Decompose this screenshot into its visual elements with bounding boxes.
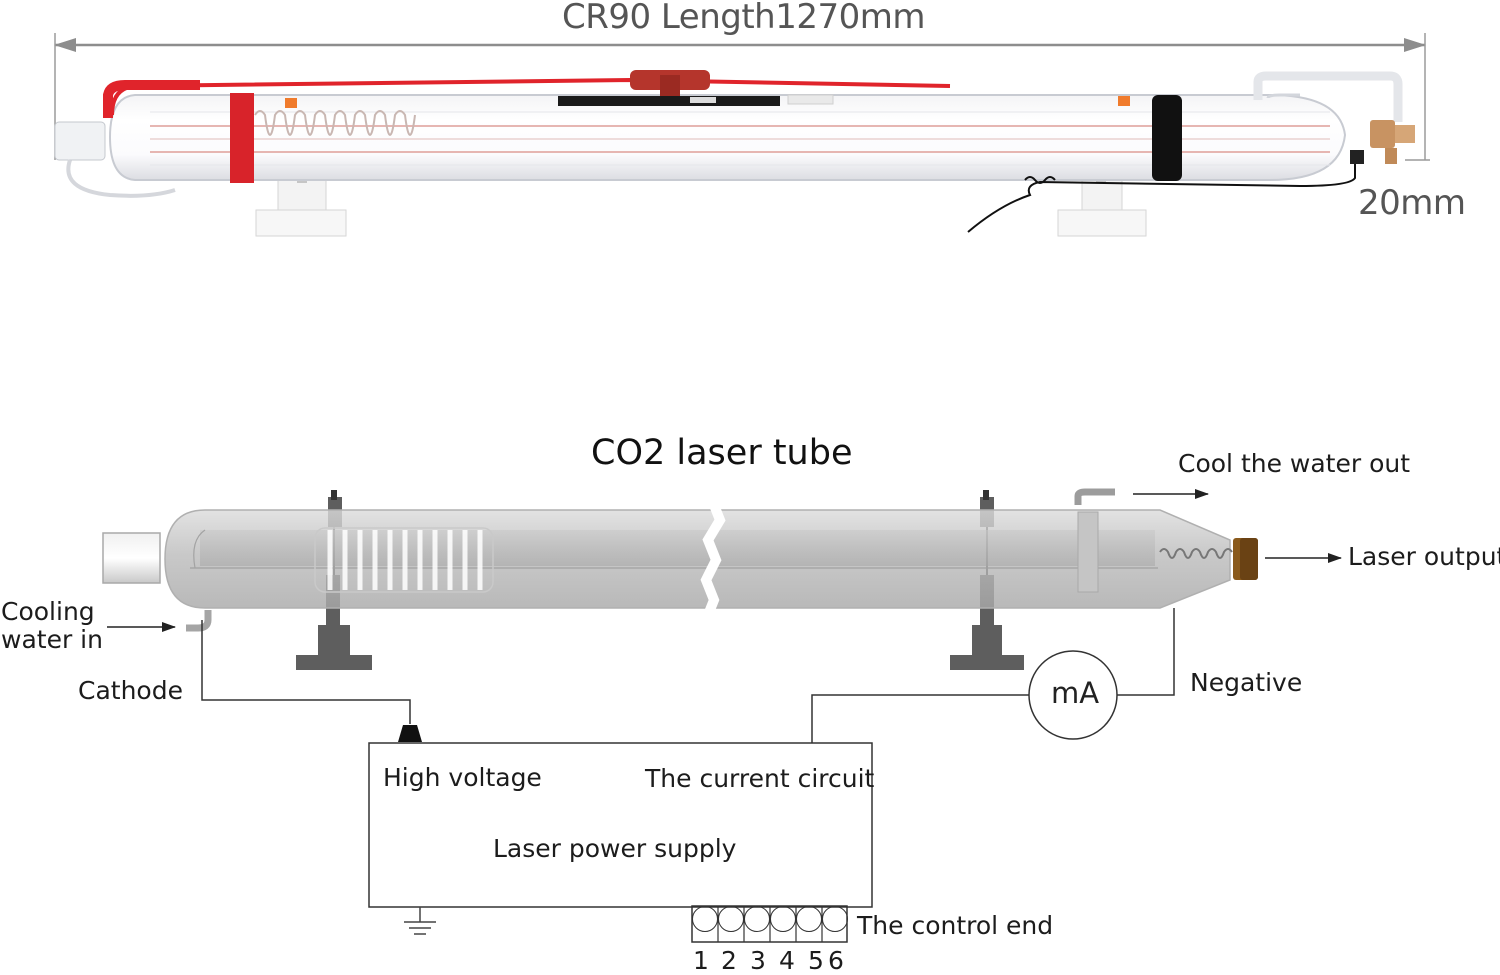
negative-wire bbox=[1117, 608, 1175, 696]
laser-output-label: Laser output bbox=[1348, 542, 1500, 571]
current-wire bbox=[811, 694, 1030, 744]
power-supply-label: Laser power supply bbox=[493, 834, 737, 863]
left-end-cap bbox=[54, 121, 106, 161]
terminal-circle-6 bbox=[822, 906, 848, 932]
cathode-label: Cathode bbox=[78, 676, 183, 705]
cooling-water-in-label-2: water in bbox=[1, 625, 103, 654]
black-sleeve bbox=[1152, 95, 1182, 181]
power-supply-box bbox=[368, 742, 873, 908]
terminal-label-1: 1 bbox=[693, 946, 709, 975]
output-fitting bbox=[1370, 120, 1395, 148]
schematic-coil bbox=[327, 530, 483, 590]
length-label: CR90 Length1270mm bbox=[562, 0, 925, 37]
ground-wire bbox=[967, 150, 1356, 233]
terminal-label-3: 3 bbox=[750, 946, 766, 975]
cooling-water-in-label-1: Cooling bbox=[1, 597, 95, 626]
current-circuit-label: The current circuit bbox=[645, 764, 875, 793]
label-strip bbox=[558, 96, 780, 106]
terminal-label-6: 6 bbox=[828, 946, 844, 975]
red-sleeve bbox=[230, 93, 254, 183]
terminal-circle-4 bbox=[770, 906, 796, 932]
terminal-circle-3 bbox=[744, 906, 770, 932]
terminal-circle-1 bbox=[692, 906, 718, 932]
hv-terminal bbox=[398, 725, 422, 742]
cool-water-out-label: Cool the water out bbox=[1178, 449, 1411, 478]
negative-label: Negative bbox=[1190, 668, 1303, 697]
terminal-label-2: 2 bbox=[721, 946, 737, 975]
water-pipe bbox=[1253, 71, 1403, 122]
cathode-wire bbox=[201, 620, 411, 724]
top-photo-tube bbox=[54, 33, 1430, 237]
milliammeter-label: mA bbox=[1051, 676, 1100, 710]
schematic-left-cap bbox=[102, 532, 161, 584]
high-voltage-label: High voltage bbox=[383, 763, 542, 792]
end-diameter-label: 20mm bbox=[1358, 183, 1466, 223]
control-end-label: The control end bbox=[857, 911, 1054, 940]
milliammeter bbox=[1028, 650, 1118, 740]
ground-symbol bbox=[404, 907, 436, 935]
diagram-title: CO2 laser tube bbox=[591, 433, 853, 473]
terminal-label-4: 4 bbox=[779, 946, 795, 975]
terminal-circle-2 bbox=[718, 906, 744, 932]
glass-body bbox=[108, 94, 1347, 181]
terminal-label-5: 5 bbox=[808, 946, 824, 975]
terminal-circle-5 bbox=[796, 906, 822, 932]
coil bbox=[254, 110, 416, 136]
schematic bbox=[102, 488, 1342, 943]
